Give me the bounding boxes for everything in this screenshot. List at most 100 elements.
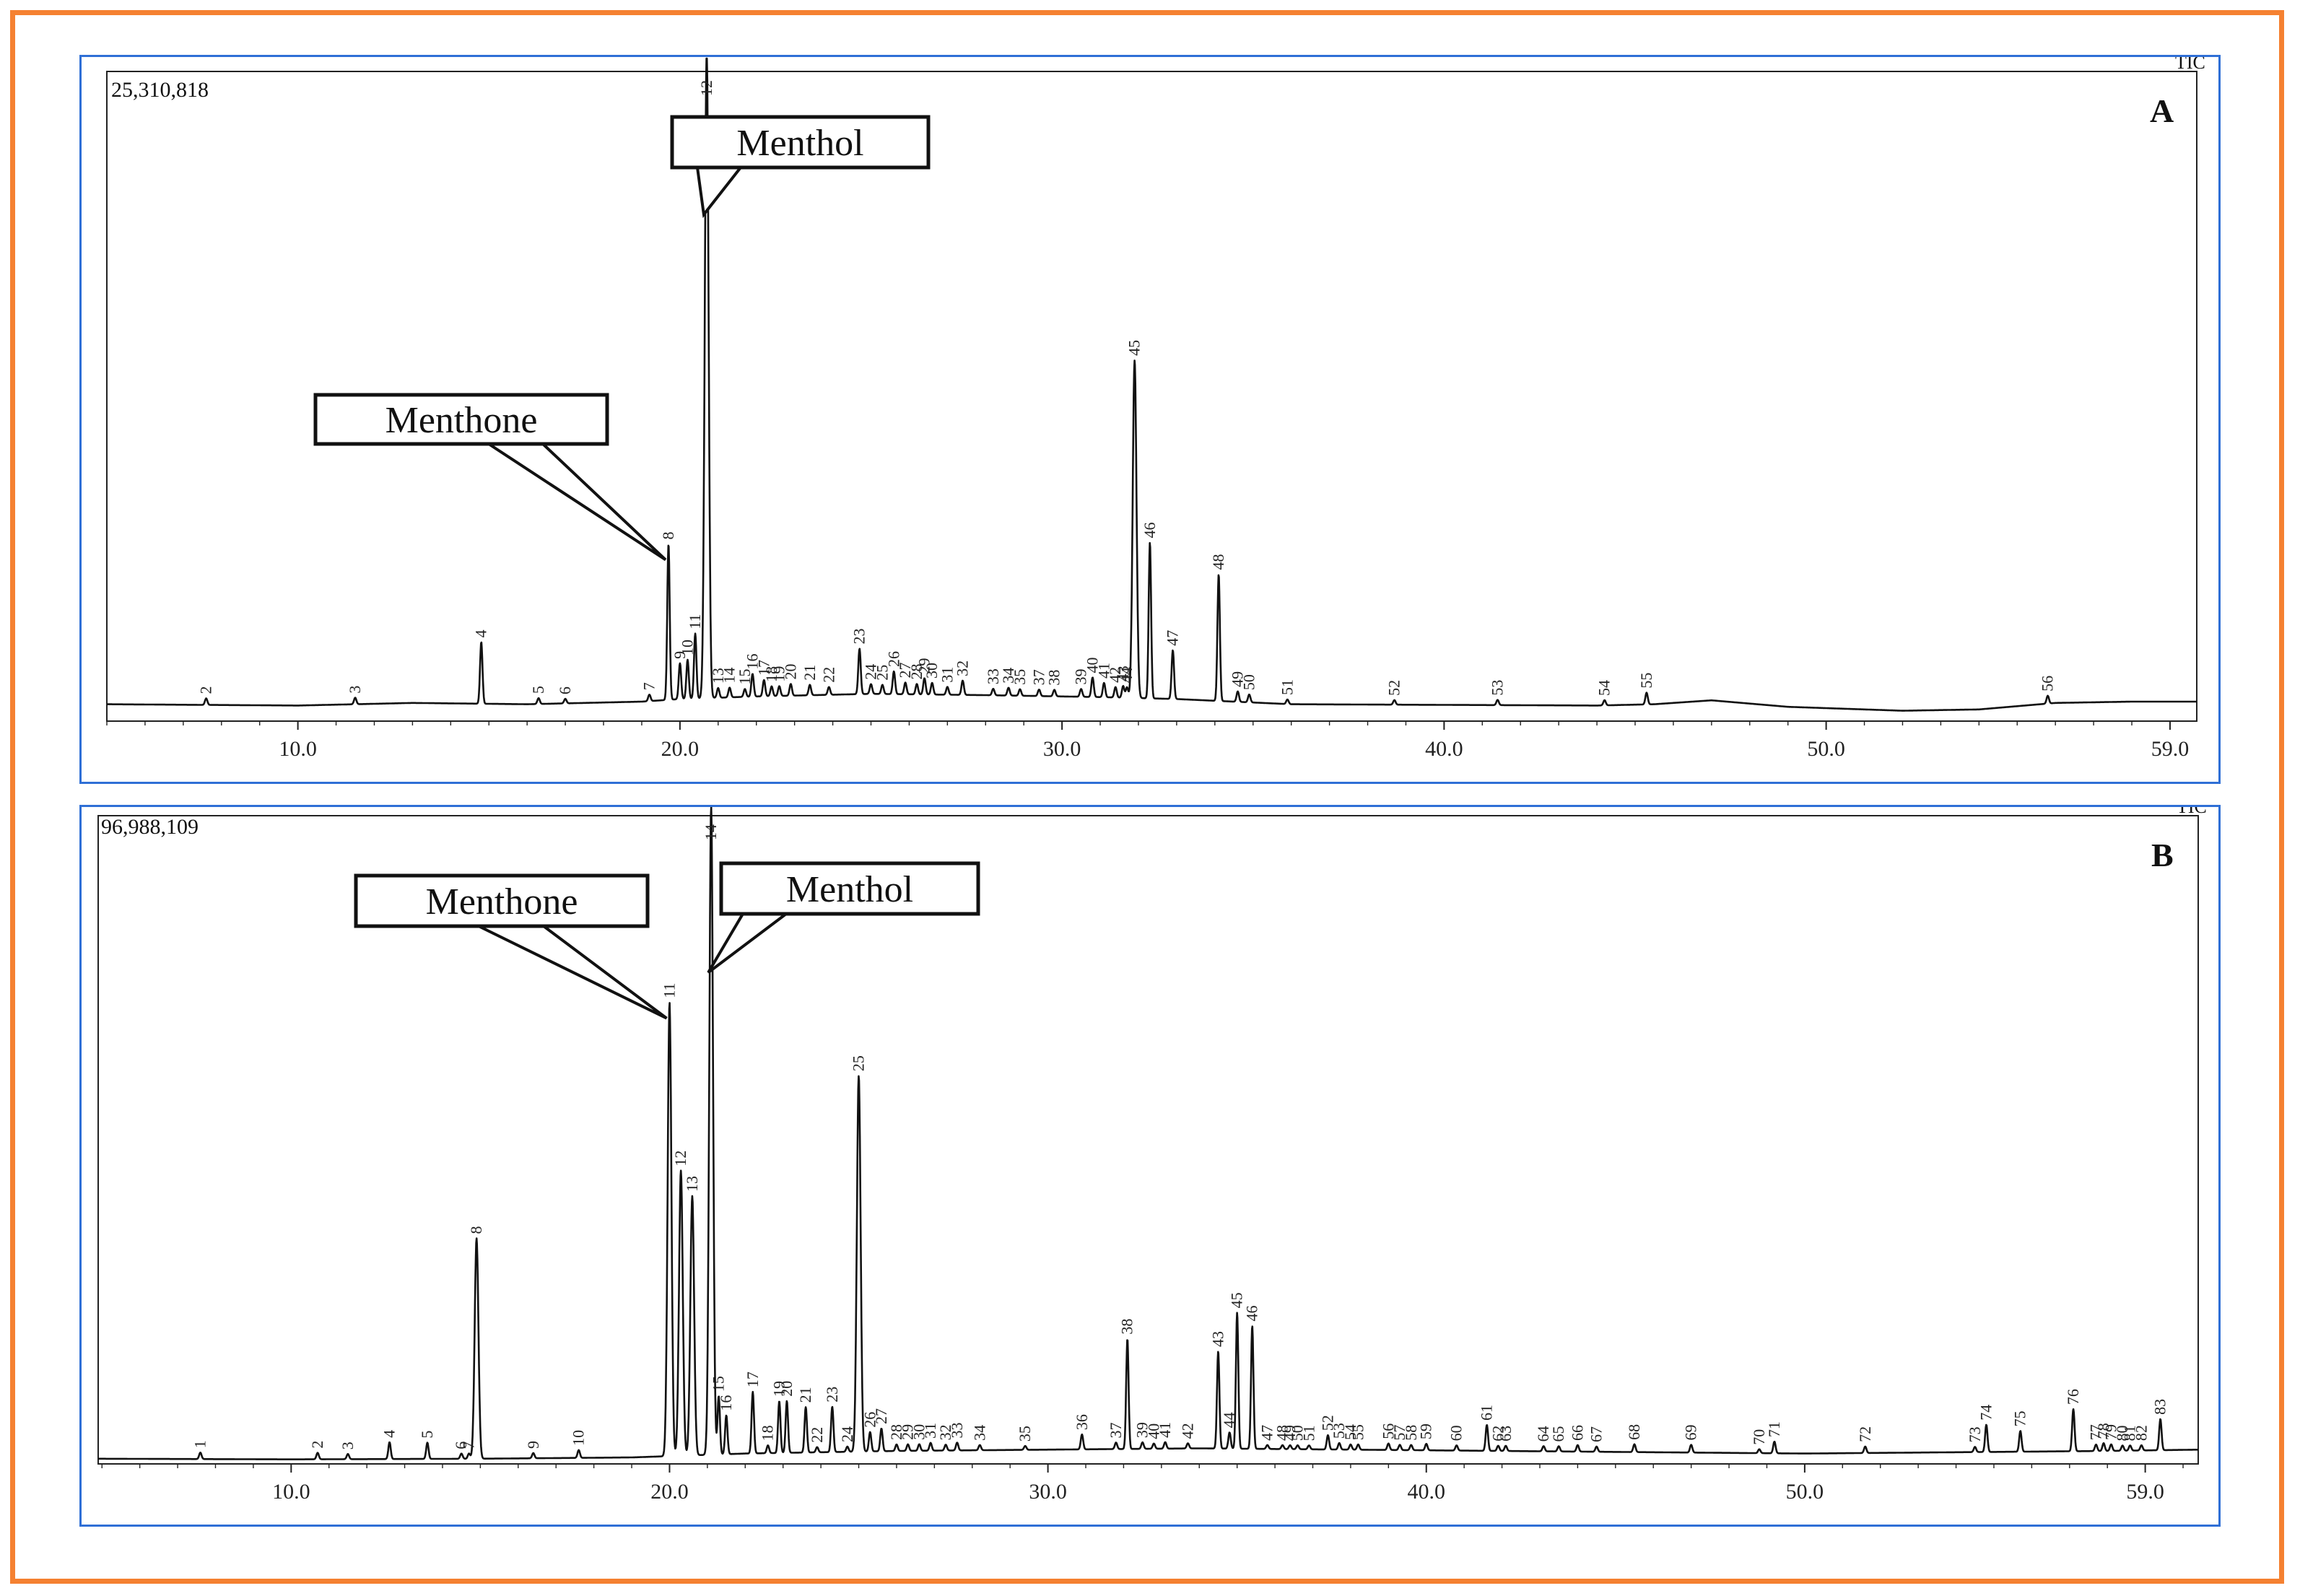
peak-label: 8 [467, 1226, 485, 1234]
callout-text: Menthol [786, 869, 913, 910]
plot-area [106, 71, 2197, 722]
peak-label: 66 [1568, 1425, 1586, 1441]
peak-label: 26 [884, 651, 902, 667]
peak-label: 35 [1016, 1426, 1034, 1442]
peak-label: 55 [1637, 673, 1655, 689]
peak-label: 27 [872, 1408, 890, 1424]
peak-label: 73 [1966, 1426, 1984, 1442]
peak-label: 6 [452, 1442, 470, 1449]
peak-label: 3 [346, 686, 364, 694]
compound-callout: Menthol [707, 861, 980, 974]
peak-label: 41 [1156, 1422, 1174, 1438]
peak-label: 38 [1045, 670, 1063, 686]
peak-label: 34 [999, 668, 1017, 684]
peak-label: 21 [796, 1387, 814, 1403]
peak-label: 29 [915, 658, 933, 674]
peak-label: 15 [710, 1376, 728, 1392]
peak-label: 14 [720, 668, 739, 684]
peak-label: 80 [2113, 1426, 2131, 1442]
peak-label: 33 [948, 1423, 966, 1439]
detector-label: TIC [2175, 57, 2205, 73]
peak-label: 50 [1240, 674, 1258, 690]
peak-label: 16 [717, 1395, 735, 1411]
peak-label: 75 [2011, 1410, 2029, 1426]
peak-label: 5 [418, 1431, 436, 1439]
peak-label: 1 [191, 1440, 209, 1448]
peak-label: 2 [308, 1441, 326, 1449]
peak-label: 52 [1318, 1415, 1336, 1431]
peak-label: 6 [556, 686, 574, 694]
peak-label: 23 [850, 629, 868, 645]
peak-label: 67 [1587, 1426, 1606, 1442]
peak-label: 19 [770, 1381, 788, 1397]
x-tick-label: 50.0 [1786, 1480, 1824, 1504]
x-tick-label: 20.0 [650, 1480, 689, 1504]
x-tick-label: 50.0 [1807, 737, 1845, 761]
x-tick-label: 30.0 [1029, 1480, 1067, 1504]
peak-label: 72 [1856, 1426, 1874, 1442]
peak-label: 71 [1765, 1421, 1783, 1437]
peak-label: 13 [683, 1176, 701, 1192]
peak-label: 42 [1106, 667, 1124, 683]
peak-label: 36 [1073, 1414, 1091, 1430]
peak-label: 13 [709, 668, 727, 684]
peak-label: 61 [1478, 1405, 1496, 1421]
peak-label: 82 [2132, 1425, 2150, 1441]
figure-frame [10, 10, 2284, 1584]
max-intensity-label: 96,988,109 [101, 815, 199, 839]
peak-label: 12 [697, 80, 715, 96]
peak-label: 18 [759, 1425, 777, 1441]
peak-label: 17 [744, 1372, 762, 1387]
peak-label: 47 [1258, 1425, 1276, 1441]
peak-label: 41 [1094, 663, 1112, 679]
peak-label: 56 [1379, 1423, 1397, 1439]
tic-trace [97, 807, 2199, 1460]
peak-label: 30 [910, 1424, 928, 1440]
x-tick-label: 10.0 [279, 737, 317, 761]
peak-label: 55 [1349, 1424, 1367, 1440]
peak-label: 44 [1220, 1412, 1238, 1428]
peak-label: 40 [1144, 1423, 1162, 1439]
callout-pointer [695, 166, 744, 219]
x-tick-label: 59.0 [2126, 1480, 2164, 1504]
peak-label: 39 [1133, 1422, 1151, 1438]
peak-label: 69 [1682, 1425, 1700, 1441]
plot-area [97, 815, 2199, 1465]
peak-label: 46 [1141, 522, 1159, 538]
peak-label: 43 [1208, 1331, 1227, 1347]
peak-label: 48 [1209, 554, 1227, 570]
peak-label: 53 [1488, 680, 1506, 696]
peak-label: 26 [861, 1412, 879, 1428]
peak-label: 44 [1118, 667, 1136, 683]
max-intensity-label: 25,310,818 [111, 78, 209, 102]
peak-label: 27 [896, 663, 914, 679]
peak-label: 8 [659, 531, 677, 539]
peak-label: 33 [984, 668, 1002, 684]
compound-callout: Menthol [670, 115, 931, 219]
x-tick-label: 20.0 [661, 737, 700, 761]
peak-label: 70 [1750, 1429, 1768, 1445]
compound-callout: Menthone [313, 393, 667, 562]
peak-label: 65 [1549, 1426, 1567, 1442]
peak-label: 3 [339, 1442, 357, 1449]
peak-label: 12 [671, 1151, 689, 1167]
peak-label: 77 [2086, 1424, 2104, 1440]
peak-label: 59 [1417, 1423, 1435, 1439]
peak-label: 11 [660, 982, 678, 998]
peak-label: 81 [2121, 1425, 2139, 1441]
x-tick-label: 30.0 [1043, 737, 1081, 761]
peak-label: 25 [873, 665, 891, 681]
peak-label: 52 [1385, 680, 1403, 696]
peak-label: 78 [2094, 1423, 2112, 1439]
peak-label: 45 [1228, 1292, 1246, 1308]
x-tick-label: 59.0 [2151, 737, 2190, 761]
peak-label: 34 [970, 1425, 988, 1441]
callout-text: Menthol [736, 123, 863, 164]
peak-label: 4 [472, 629, 490, 637]
peak-label: 40 [1083, 658, 1101, 673]
peak-label: 30 [923, 663, 941, 679]
peak-label: 43 [1114, 666, 1132, 681]
